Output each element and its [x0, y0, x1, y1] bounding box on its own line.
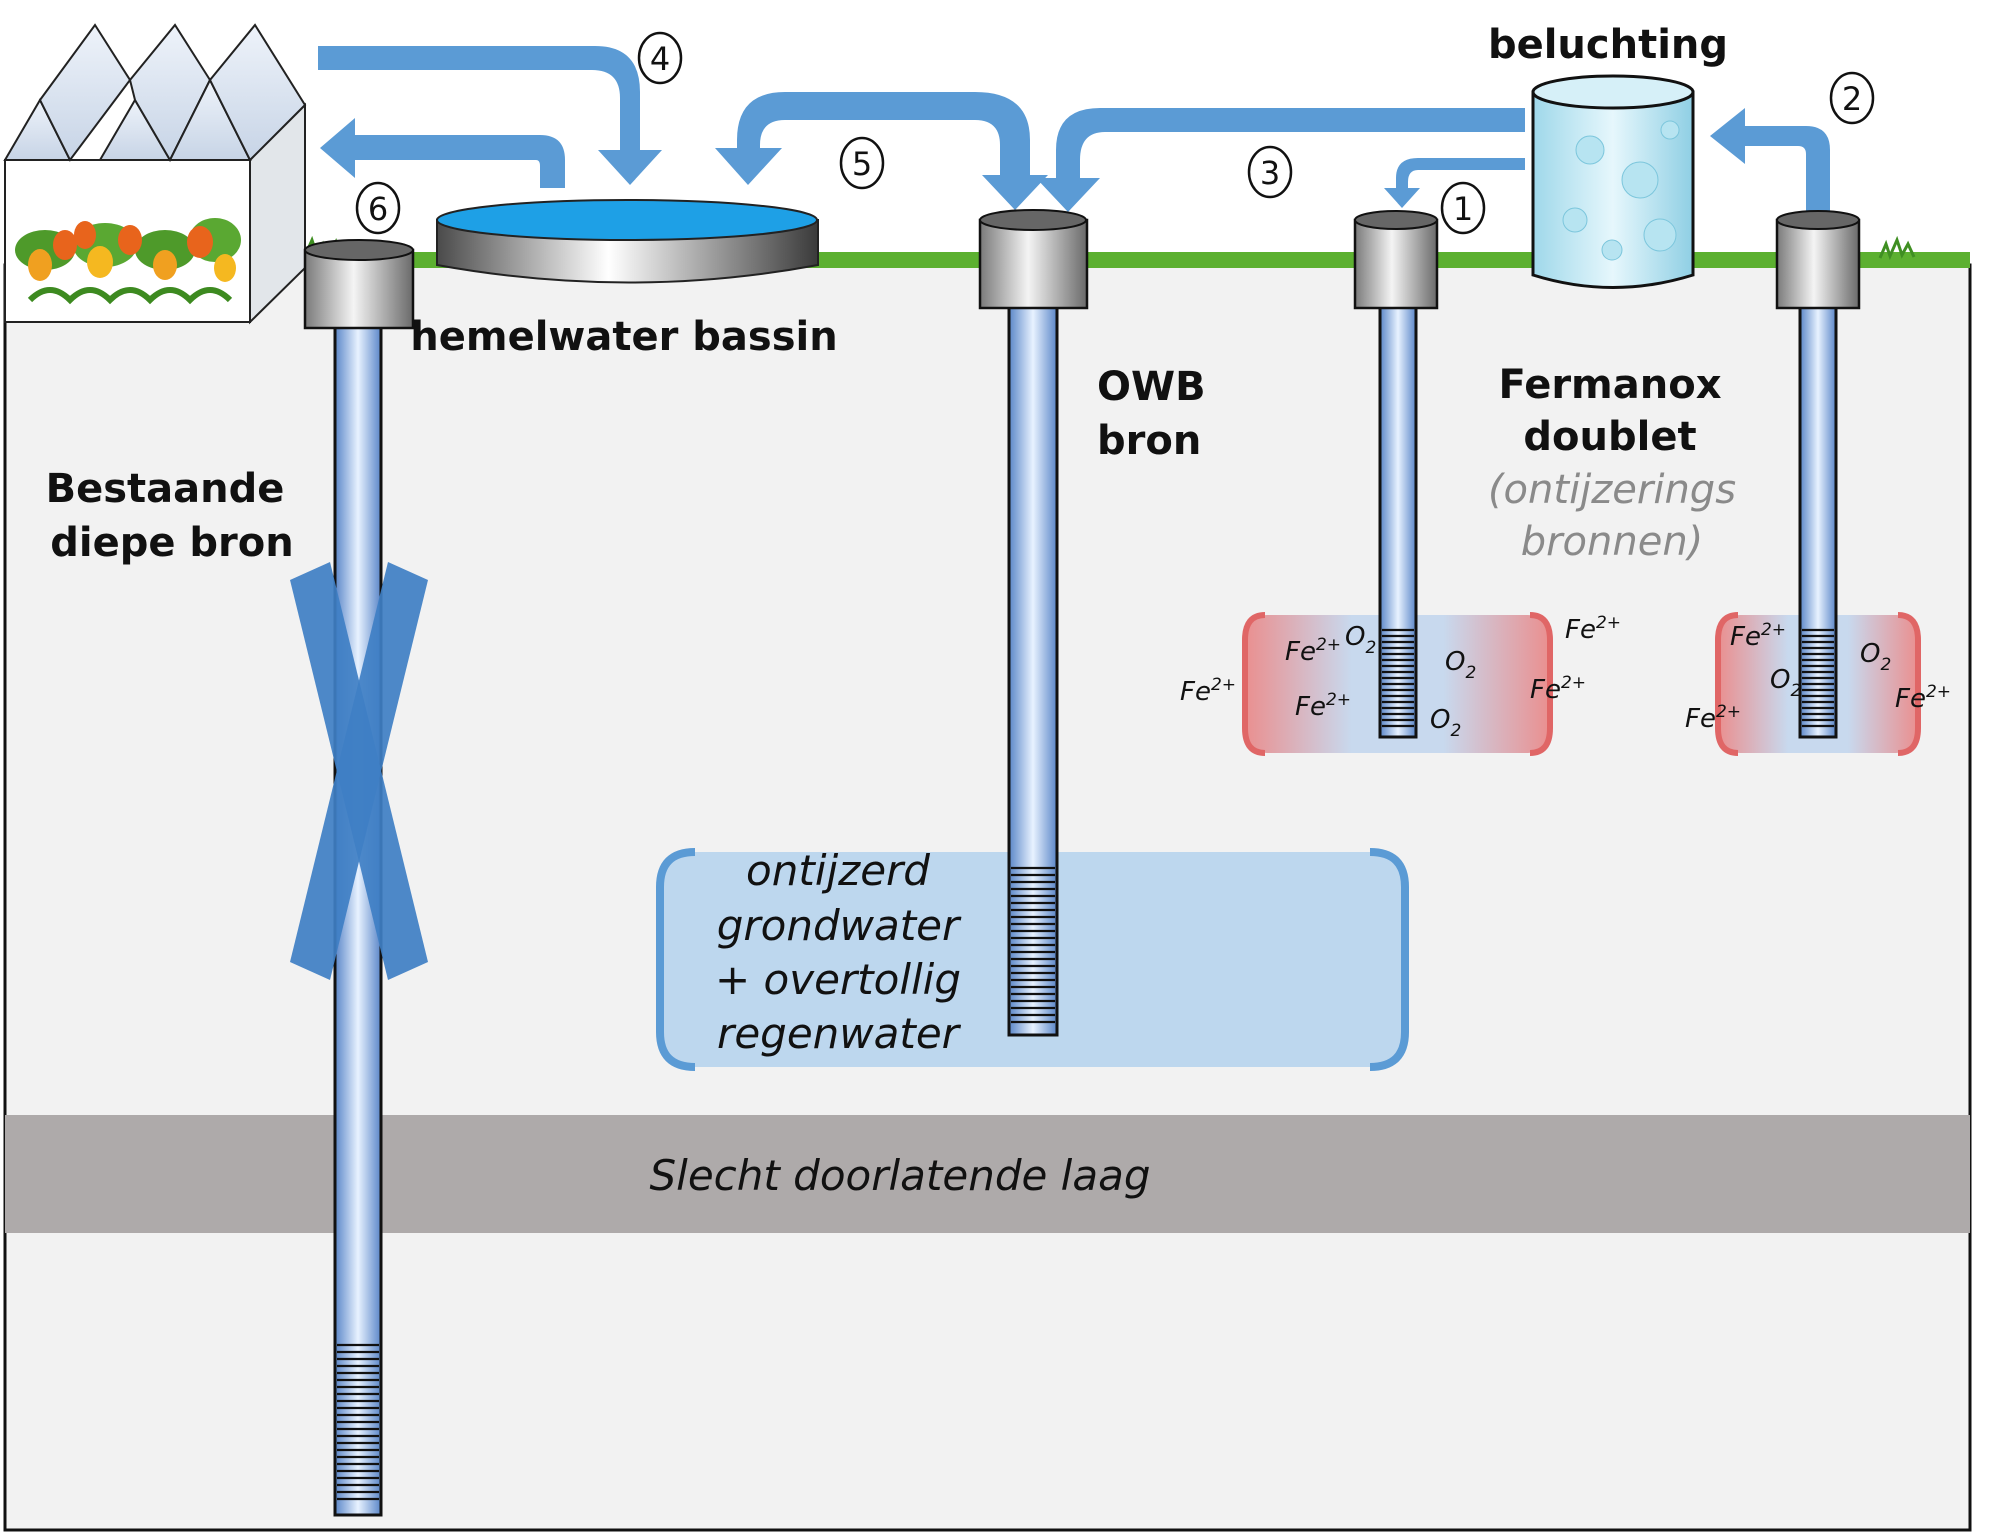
- arrow-1: [1384, 158, 1525, 208]
- svg-text:4: 4: [650, 40, 670, 78]
- fe-ion-label: Fe2+: [1180, 675, 1236, 707]
- rainwater-basin: [436, 199, 819, 284]
- oxygen-label: O2: [1430, 705, 1461, 741]
- deep-well-screen: [337, 1343, 379, 1501]
- closed-cross-icon: [290, 562, 428, 980]
- svg-text:5: 5: [852, 145, 872, 183]
- step-marker-2: 2: [1829, 71, 1875, 125]
- fe-ion-label: Fe2+: [1295, 690, 1351, 722]
- oxygen-label: O2: [1860, 639, 1891, 675]
- step-marker-1: 1: [1440, 181, 1486, 235]
- existing-well-label-1: Bestaande: [46, 466, 285, 512]
- fermanox-label-2: doublet: [1523, 414, 1696, 460]
- existing-deep-well: [290, 239, 428, 1517]
- clay-layer-label: Slecht doorlatende laag: [649, 1151, 1150, 1200]
- fermanox-label-1: Fermanox: [1499, 362, 1722, 408]
- step-markers: 4 2 5 3 1 6: [355, 31, 1875, 235]
- owb-label-1: OWB: [1097, 364, 1206, 410]
- oxygen-label: O2: [1345, 622, 1376, 658]
- owb-well: [978, 209, 1089, 1037]
- owb-label-2: bron: [1097, 418, 1201, 464]
- step-marker-5: 5: [839, 136, 885, 190]
- fermanox-well-2-screen: [1802, 628, 1834, 728]
- fermanox-well-1: [1353, 210, 1439, 739]
- svg-text:6: 6: [368, 190, 388, 228]
- ontijzerings-label-1: (ontijzerings: [1488, 467, 1736, 513]
- aquifer-label-4: regenwater: [717, 1009, 962, 1058]
- ontijzerings-label-2: bronnen): [1521, 519, 1704, 565]
- step-marker-4: 4: [637, 31, 683, 85]
- existing-well-label-2: diepe bron: [50, 520, 293, 566]
- step-marker-6: 6: [355, 181, 401, 235]
- fermanox-well-2: [1775, 210, 1861, 739]
- svg-text:3: 3: [1260, 154, 1280, 192]
- svg-text:2: 2: [1842, 80, 1862, 118]
- greenhouse-icon: [3, 23, 307, 325]
- fe-ion-label: Fe2+: [1530, 673, 1586, 705]
- aeration-tank: [1531, 74, 1695, 289]
- arrow-5: [715, 92, 1048, 210]
- arrow-2: [1710, 108, 1830, 212]
- fe-ion-label: Fe2+: [1685, 702, 1741, 734]
- aquifer-label-2: grondwater: [717, 901, 962, 950]
- fermanox-well-1-screen: [1382, 628, 1414, 728]
- clay-layer: [5, 1115, 1970, 1233]
- fe-ion-label: Fe2+: [1895, 682, 1951, 714]
- oxygen-label: O2: [1770, 665, 1801, 701]
- pepper-plants-icon: [15, 218, 241, 305]
- arrow-6: [320, 118, 565, 188]
- oxygen-label: O2: [1445, 647, 1476, 683]
- flow-arrows: [318, 46, 1830, 212]
- arrow-4: [318, 46, 662, 185]
- aquifer-label-3: + overtollig: [715, 955, 961, 1004]
- fe-ion-label: Fe2+: [1730, 620, 1786, 652]
- fe-ion-label: Fe2+: [1285, 635, 1341, 667]
- arrow-3: [1036, 108, 1525, 212]
- fe-ion-label: Fe2+: [1565, 613, 1621, 645]
- owb-well-screen: [1011, 866, 1055, 1024]
- aeration-label: beluchting: [1488, 22, 1728, 68]
- aquifer-label-1: ontijzerd: [746, 846, 930, 895]
- svg-text:1: 1: [1453, 190, 1473, 228]
- step-marker-3: 3: [1247, 145, 1293, 199]
- basin-label: hemelwater bassin: [410, 314, 837, 360]
